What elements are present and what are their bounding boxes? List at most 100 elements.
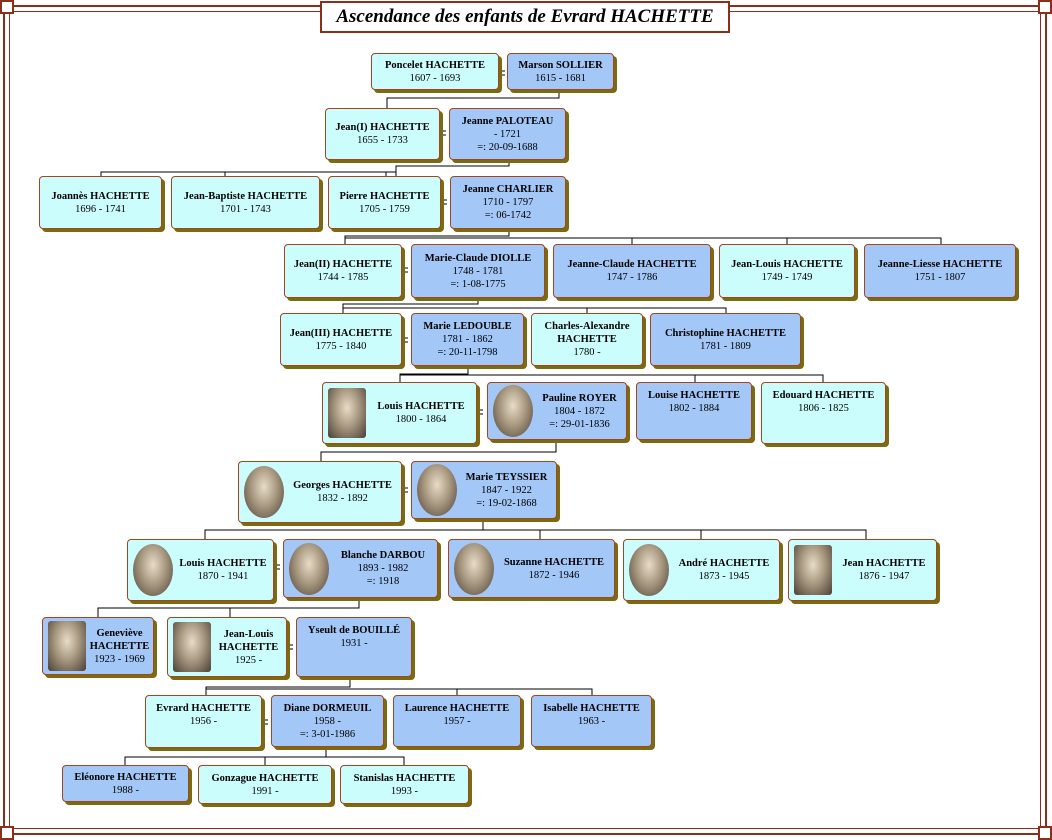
person-name: Geneviève HACHETTE (89, 627, 150, 652)
descent-line (97, 598, 360, 617)
person-name: Jeanne-Claude HACHETTE (567, 259, 697, 270)
marriage-sign (402, 337, 408, 343)
marriage-date: =: 29-01-1836 (549, 418, 610, 430)
descent-line (320, 440, 557, 461)
descent-line (399, 365, 469, 382)
person-name: Evrard HACHETTE (156, 703, 251, 714)
descent-line (124, 747, 327, 765)
person-dates: 1775 - 1840 (315, 340, 367, 352)
person-name: Poncelet HACHETTE (384, 59, 486, 71)
person-dates: 1781 - 1862 (442, 334, 493, 345)
person-dates: 1832 - 1892 (317, 493, 368, 504)
person-dates: 1958 - (313, 715, 342, 727)
person-dates: 1705 - 1759 (359, 203, 410, 215)
person-card-yseult[interactable]: Yseult de BOUILLÉ 1931 - (296, 617, 412, 677)
person-name: Jean-Louis HACHETTE (731, 259, 843, 270)
marriage-date: =: 1-08-1775 (450, 278, 506, 290)
sibling-line (343, 307, 727, 313)
person-card-evrard[interactable]: Evrard HACHETTE 1956 - (145, 695, 262, 748)
portrait-photo (493, 385, 533, 437)
portrait-photo (417, 464, 457, 516)
marriage-sign (287, 644, 293, 650)
marriage-date: =: 06-1742 (484, 210, 532, 221)
sibling-line (206, 688, 593, 695)
frame-corner (0, 826, 14, 840)
person-name: Marie-Claude DIOLLE (424, 252, 532, 264)
person-dates: 1923 - 1969 (94, 653, 145, 665)
person-dates: 1873 - 1945 (698, 571, 750, 582)
person-name: Joannès HACHETTE (51, 190, 150, 202)
marriage-sign (402, 487, 408, 493)
portrait-photo (629, 544, 669, 596)
person-name: Isabelle HACHETTE (543, 703, 640, 714)
descent-line (395, 159, 510, 176)
marriage-date: =: 20-09-1688 (477, 141, 538, 153)
person-dates: 1607 - 1693 (409, 72, 461, 84)
person-card-jeanne-claude[interactable]: Jeanne-Claude HACHETTE 1747 - 1786 (553, 244, 711, 298)
marriage-sign (402, 267, 408, 273)
person-dates: 1931 - (340, 638, 368, 649)
sibling-line (125, 756, 405, 765)
person-dates: 1804 - 1872 (554, 405, 605, 417)
person-card-jeanne-paloteau[interactable]: Jeanne PALOTEAU- 1721=: 20-09-1688 (449, 108, 566, 160)
person-name: Jean-Louis HACHETTE (218, 628, 279, 653)
person-name: Pauline ROYER (542, 392, 617, 404)
person-name: Christophine HACHETTE (664, 327, 787, 339)
person-dates: 1751 - 1807 (914, 272, 966, 283)
sibling-line (345, 237, 942, 244)
portrait-photo (328, 388, 366, 438)
person-dates: 1744 - 1785 (317, 272, 369, 283)
person-dates: 1780 - (573, 347, 601, 358)
person-name: Pierre HACHETTE (339, 190, 430, 202)
person-name: Jean(I) HACHETTE (335, 122, 430, 133)
person-dates: 1747 - 1786 (606, 272, 658, 283)
person-dates: 1615 - 1681 (535, 72, 586, 84)
descent-line (205, 677, 351, 695)
person-name: Louis HACHETTE (377, 401, 465, 412)
marriage-sign (440, 130, 446, 136)
person-dates: 1956 - (189, 716, 218, 727)
person-name: Yseult de BOUILLÉ (307, 625, 401, 636)
frame-corner (0, 0, 14, 14)
person-name: Jean(II) HACHETTE (293, 259, 393, 270)
person-name: Laurence HACHETTE (404, 703, 510, 714)
person-name: Marie TEYSSIER (465, 471, 548, 483)
person-card-jean-ii[interactable]: Jean(II) HACHETTE 1744 - 1785 (284, 244, 402, 298)
person-dates: 1847 - 1922 (481, 484, 532, 496)
marriage-date: =: 19-02-1868 (476, 497, 537, 509)
sibling-line (205, 529, 867, 539)
